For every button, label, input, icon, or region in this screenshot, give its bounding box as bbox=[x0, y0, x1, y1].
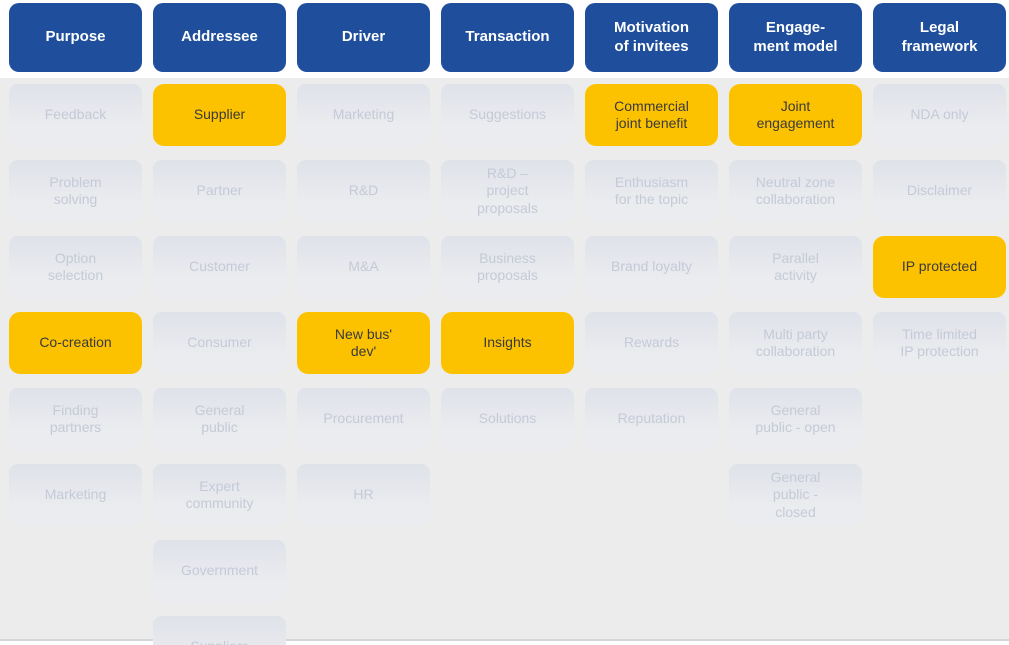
option-suppliers[interactable]: Suppliers bbox=[153, 616, 286, 645]
column-header-driver: Driver bbox=[297, 3, 430, 72]
option-co-creation-selected[interactable]: Co-creation bbox=[9, 312, 142, 374]
option-customer[interactable]: Customer bbox=[153, 236, 286, 298]
column-header-legal-framework: Legal framework bbox=[873, 3, 1006, 72]
option-general-public[interactable]: General public bbox=[153, 388, 286, 450]
option-rewards[interactable]: Rewards bbox=[585, 312, 718, 374]
option-parallel-activity[interactable]: Parallel activity bbox=[729, 236, 862, 298]
option-insights-selected[interactable]: Insights bbox=[441, 312, 574, 374]
column-header-motivation-of-invitees: Motivation of invitees bbox=[585, 3, 718, 72]
option-general-public-open[interactable]: General public - open bbox=[729, 388, 862, 450]
option-business-proposals[interactable]: Business proposals bbox=[441, 236, 574, 298]
option-reputation[interactable]: Reputation bbox=[585, 388, 718, 450]
option-option-selection[interactable]: Option selection bbox=[9, 236, 142, 298]
column-header-addressee: Addressee bbox=[153, 3, 286, 72]
option-government[interactable]: Government bbox=[153, 540, 286, 602]
option-supplier-selected[interactable]: Supplier bbox=[153, 84, 286, 146]
option-problem-solving[interactable]: Problem solving bbox=[9, 160, 142, 222]
option-consumer[interactable]: Consumer bbox=[153, 312, 286, 374]
option-nda-only[interactable]: NDA only bbox=[873, 84, 1006, 146]
option-expert-community[interactable]: Expert community bbox=[153, 464, 286, 526]
option-commercial-joint-benefit-selected[interactable]: Commercial joint benefit bbox=[585, 84, 718, 146]
option-r-d-project-proposals[interactable]: R&D – project proposals bbox=[441, 160, 574, 222]
option-m-a[interactable]: M&A bbox=[297, 236, 430, 298]
option-marketing[interactable]: Marketing bbox=[297, 84, 430, 146]
option-hr[interactable]: HR bbox=[297, 464, 430, 526]
option-ip-protected-selected[interactable]: IP protected bbox=[873, 236, 1006, 298]
option-enthusiasm-for-the-topic[interactable]: Enthusiasm for the topic bbox=[585, 160, 718, 222]
option-finding-partners[interactable]: Finding partners bbox=[9, 388, 142, 450]
option-marketing[interactable]: Marketing bbox=[9, 464, 142, 526]
option-r-d[interactable]: R&D bbox=[297, 160, 430, 222]
option-solutions[interactable]: Solutions bbox=[441, 388, 574, 450]
option-multi-party-collaboration[interactable]: Multi party collaboration bbox=[729, 312, 862, 374]
column-header-purpose: Purpose bbox=[9, 3, 142, 72]
column-header-engage-ment-model: Engage- ment model bbox=[729, 3, 862, 72]
option-feedback[interactable]: Feedback bbox=[9, 84, 142, 146]
option-suggestions[interactable]: Suggestions bbox=[441, 84, 574, 146]
option-partner[interactable]: Partner bbox=[153, 160, 286, 222]
option-neutral-zone-collaboration[interactable]: Neutral zone collaboration bbox=[729, 160, 862, 222]
option-joint-engagement-selected[interactable]: Joint engagement bbox=[729, 84, 862, 146]
option-procurement[interactable]: Procurement bbox=[297, 388, 430, 450]
option-brand-loyalty[interactable]: Brand loyalty bbox=[585, 236, 718, 298]
option-disclaimer[interactable]: Disclaimer bbox=[873, 160, 1006, 222]
option-time-limited-ip-protection[interactable]: Time limited IP protection bbox=[873, 312, 1006, 374]
option-general-public-closed[interactable]: General public - closed bbox=[729, 464, 862, 526]
column-header-transaction: Transaction bbox=[441, 3, 574, 72]
option-new-bus-dev-selected[interactable]: New bus' dev' bbox=[297, 312, 430, 374]
